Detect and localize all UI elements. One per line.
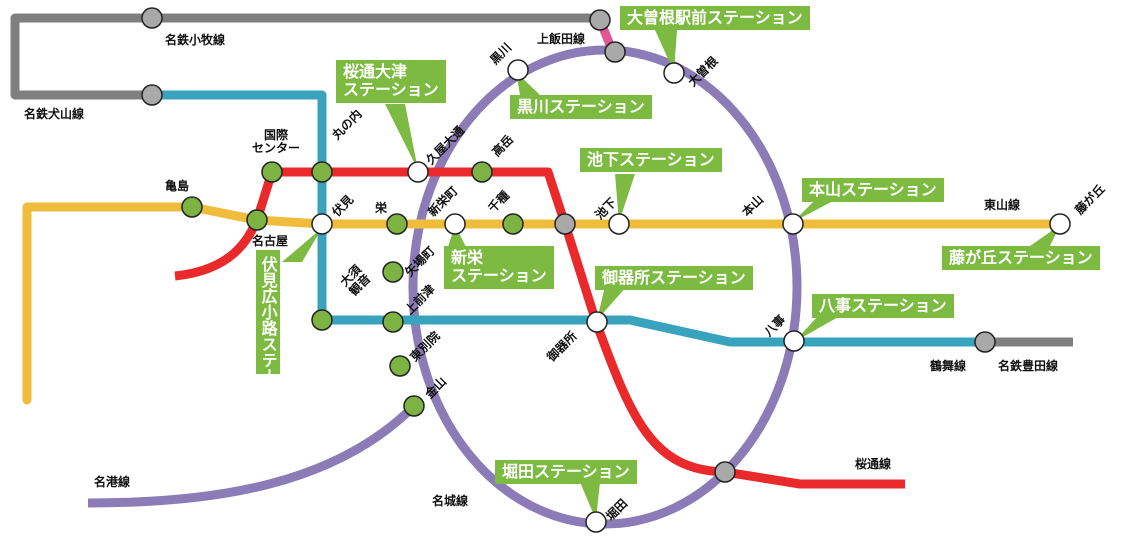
- callout-gokiso-station[interactable]: 御器所ステーション: [595, 266, 753, 291]
- callout-horita-station[interactable]: 堀田ステーション: [495, 460, 637, 485]
- station-osu-kannon[interactable]: [311, 309, 333, 331]
- pointer-horita: [580, 482, 600, 520]
- meiko-line: [87, 402, 418, 508]
- callout-fushimi-station[interactable]: 伏見広小路ステーション: [256, 250, 280, 432]
- station-motoyama[interactable]: [782, 213, 804, 235]
- station-sakae[interactable]: [386, 213, 408, 235]
- meitetsu-komaki-line: [10, 13, 600, 100]
- pointer-shinsakae: [448, 225, 466, 247]
- callout-yagoto-station[interactable]: 八事ステーション: [812, 294, 954, 319]
- pointer-ikeshita: [615, 174, 635, 222]
- station-marunouchi[interactable]: [311, 161, 333, 183]
- callout-shinsakae-station[interactable]: 新栄 ステーション: [444, 246, 554, 289]
- callout-sakuradori-otsu-station[interactable]: 桜通大津 ステーション: [336, 60, 446, 103]
- station-hisaya-odori[interactable]: [407, 161, 429, 183]
- station-ikeshita[interactable]: [608, 213, 630, 235]
- station-ozone[interactable]: [663, 62, 685, 84]
- station-takaoka[interactable]: [471, 161, 493, 183]
- line-label-meijo: 名城線: [432, 494, 469, 508]
- pointer-yagoto: [794, 316, 840, 342]
- callout-ikeshita-station[interactable]: 池下ステーション: [580, 148, 722, 173]
- station-label-kamejima: 亀島: [165, 179, 190, 193]
- station-chikusa[interactable]: [502, 213, 524, 235]
- line-label-inuyama: 名鉄犬山線: [24, 107, 85, 121]
- station-yabacho[interactable]: [382, 261, 404, 283]
- pointer-gokiso: [597, 286, 627, 320]
- pointer-sakuradori-otsu: [385, 104, 418, 170]
- callout-fujigaoka-station[interactable]: 藤が丘ステーション: [942, 246, 1100, 271]
- callout-kurokawa-station[interactable]: 黒川ステーション: [510, 95, 652, 120]
- station-shinsakae-machi[interactable]: [444, 213, 466, 235]
- station-fushimi[interactable]: [311, 213, 333, 235]
- station-inuyama-junction[interactable]: [141, 84, 163, 106]
- station-komaki-end[interactable]: [141, 7, 163, 29]
- station-horita[interactable]: [585, 511, 607, 533]
- station-kamimaezu[interactable]: [382, 311, 404, 333]
- line-label-toyota: 名鉄豊田線: [998, 359, 1059, 373]
- station-kurokawa[interactable]: [507, 59, 529, 81]
- station-kokusai-center[interactable]: [261, 161, 283, 183]
- line-label-higashiyama: 東山線: [984, 198, 1021, 212]
- station-fujigaoka[interactable]: [1049, 213, 1071, 235]
- station-label-sakae: 栄: [375, 201, 388, 215]
- station-higashi-betsuin[interactable]: [389, 355, 411, 377]
- pointer-motoyama: [793, 200, 835, 222]
- pointer-ozone: [655, 30, 677, 72]
- station-kanayama[interactable]: [403, 395, 425, 417]
- station-kamiiida-junction[interactable]: [604, 41, 626, 63]
- line-label-tsurumai: 鶴舞線: [930, 359, 967, 373]
- station-label-kokusai: 国際 センター: [252, 128, 301, 155]
- callout-ozone-station[interactable]: 大曽根駅前ステーション: [620, 6, 810, 31]
- station-yagoto[interactable]: [783, 330, 805, 352]
- station-kamiiida[interactable]: [589, 9, 611, 31]
- station-label-nagoya: 名古屋: [252, 234, 289, 248]
- station-imaike[interactable]: [554, 213, 576, 235]
- line-label-kamiiida: 上飯田線: [537, 32, 586, 46]
- line-label-sakuradori: 桜通線: [855, 457, 892, 471]
- station-nagoya[interactable]: [246, 209, 268, 231]
- station-akaike-junction[interactable]: [974, 331, 996, 353]
- pointer-fushimi: [282, 228, 322, 262]
- station-kamejima[interactable]: [181, 196, 203, 218]
- line-label-komaki: 名鉄小牧線: [165, 33, 226, 47]
- station-aratamabashi[interactable]: [714, 461, 736, 483]
- line-label-meiko: 名港線: [94, 475, 131, 489]
- callout-motoyama-station[interactable]: 本山ステーション: [802, 178, 944, 203]
- station-gokiso[interactable]: [586, 311, 608, 333]
